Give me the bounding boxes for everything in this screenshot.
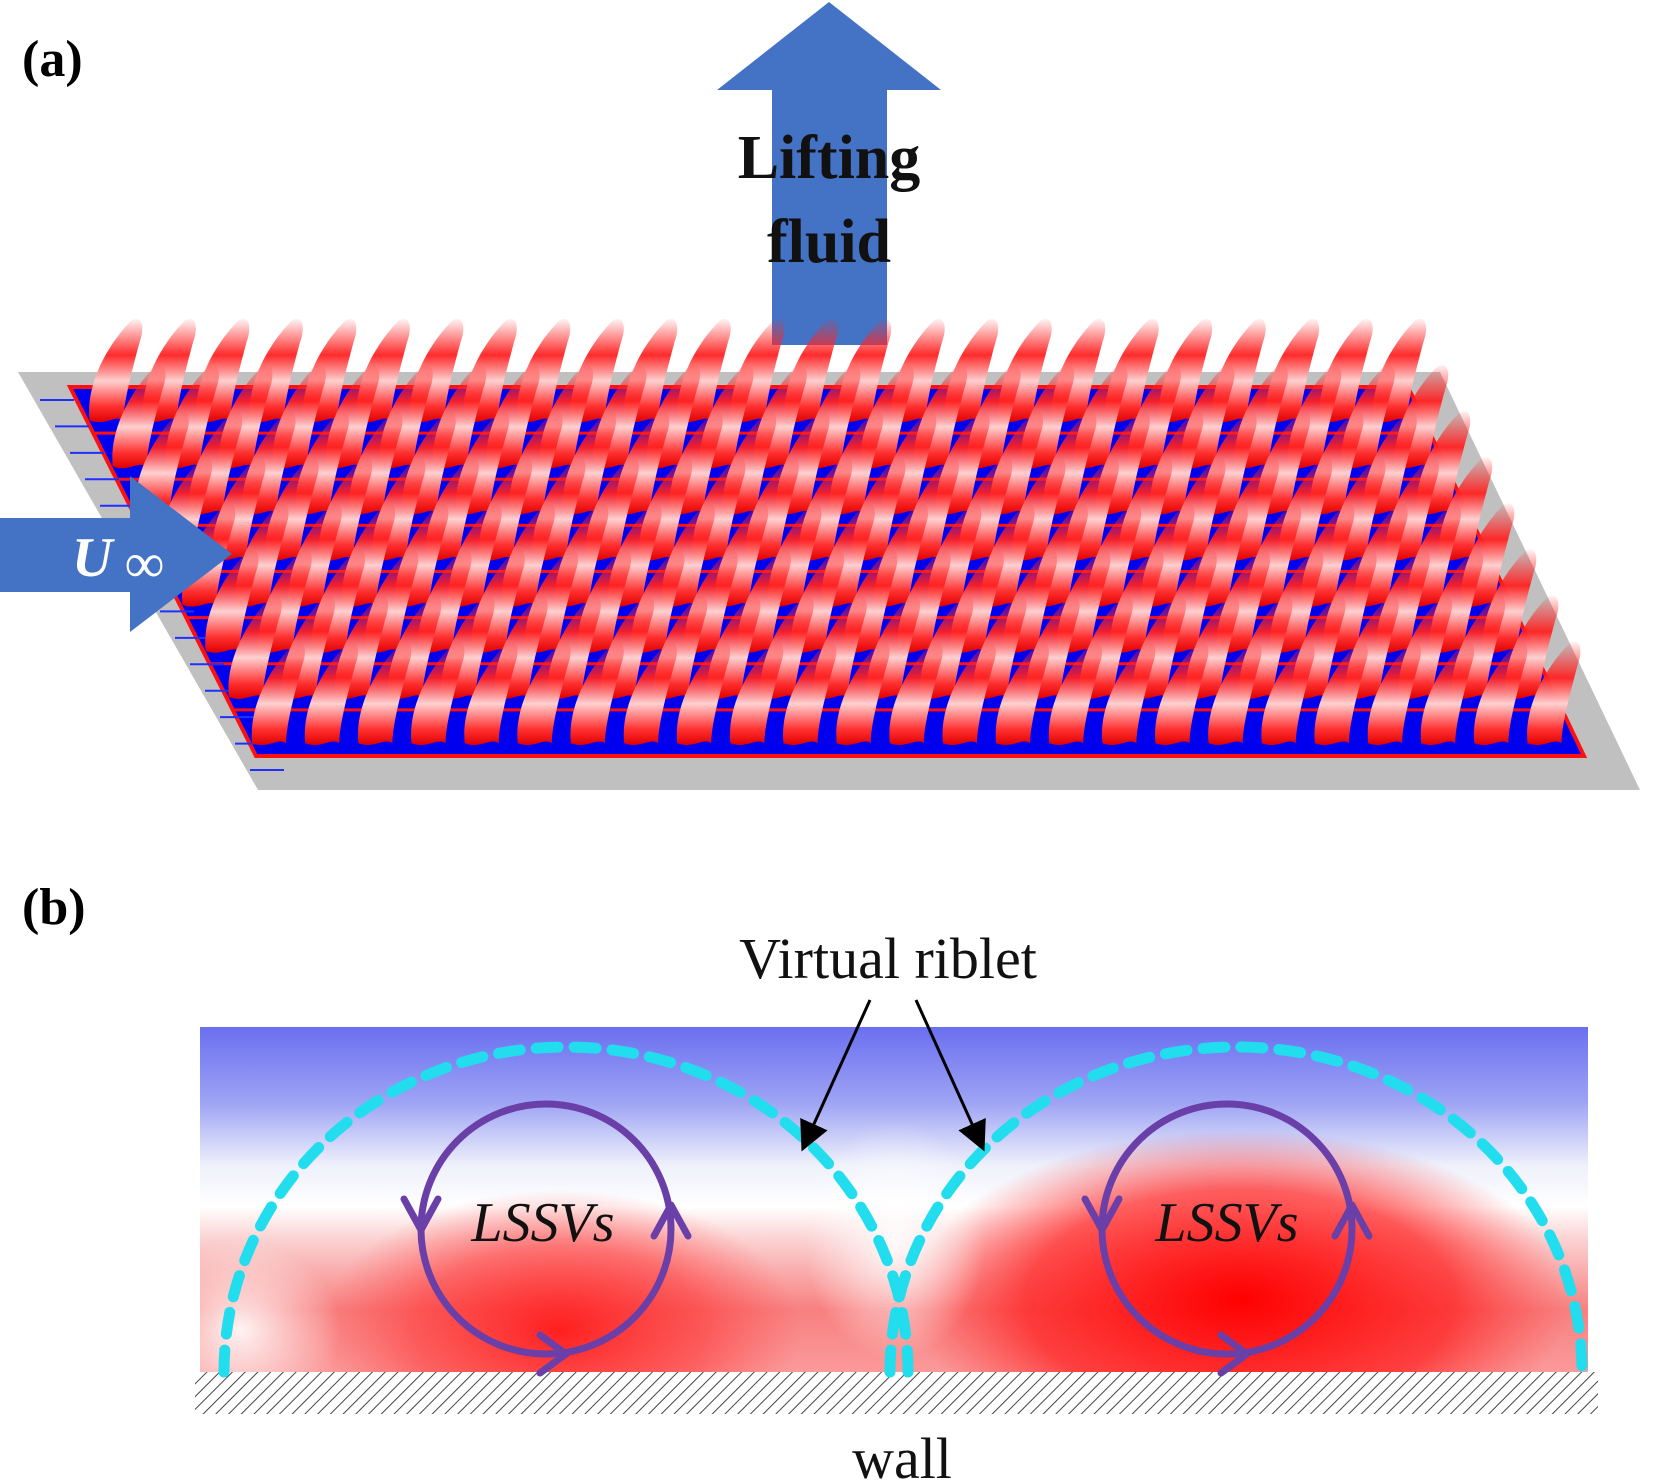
streak (1473, 641, 1528, 745)
streak (1527, 641, 1581, 745)
lifting-fluid-arrow: Lifting fluid (717, 2, 941, 345)
panel-a-label: (a) (22, 31, 83, 88)
streak (135, 411, 189, 515)
streak (205, 549, 259, 653)
streak (1314, 641, 1368, 745)
vortex-right: LSSVs (1081, 1100, 1373, 1377)
field-hot-left (320, 1190, 800, 1372)
streak (89, 318, 143, 423)
streak (251, 641, 305, 745)
vortex-right-head-right (1331, 1201, 1373, 1240)
field-cool-mid (805, 1120, 985, 1360)
streak (783, 641, 837, 745)
streak (464, 641, 518, 745)
streak (112, 364, 166, 469)
lifting-arrow-line-2: fluid (767, 208, 891, 276)
virtual-riblet-callout: Virtual riblet (739, 926, 1037, 991)
callout-pointer-left (800, 999, 872, 1152)
streak (623, 641, 677, 745)
streak (228, 595, 282, 699)
right-arrow-icon (0, 476, 232, 632)
freestream-symbol: U (72, 527, 115, 589)
streak (889, 641, 943, 745)
streak (729, 641, 784, 745)
streak (676, 641, 731, 745)
callout-pointer-right (914, 999, 986, 1152)
virtual-riblet-arc-left (218, 1041, 914, 1378)
virtual-riblet-arcs (218, 1041, 1588, 1378)
streak (1155, 641, 1209, 745)
streak (1101, 641, 1156, 745)
streak (1261, 641, 1315, 745)
vortex-left-head-right (650, 1201, 692, 1240)
virtual-riblet-arc-right (884, 1041, 1588, 1378)
streak (1208, 641, 1262, 745)
vortex-left: LSSVs (400, 1100, 692, 1377)
streak (517, 641, 571, 745)
low-speed-streaks (89, 318, 1581, 745)
panel-b-label: (b) (22, 879, 86, 936)
streak (942, 641, 996, 745)
lifting-arrow-line-1: Lifting (738, 124, 921, 192)
vortex-left-head-bottom (536, 1331, 570, 1377)
streak (995, 641, 1049, 745)
streak (304, 641, 359, 745)
streak (357, 641, 412, 745)
vortex-right-head-left (1081, 1195, 1123, 1234)
streak (570, 641, 624, 745)
freestream-subscript: ∞ (124, 533, 164, 595)
freestream-arrow: U ∞ (0, 476, 232, 632)
streak (1367, 641, 1421, 745)
streak (1420, 641, 1475, 745)
streak (1048, 641, 1103, 745)
up-arrow-icon (717, 2, 941, 345)
vortex-right-label: LSSVs (1154, 1192, 1298, 1254)
wall-label: wall (852, 1426, 952, 1481)
wall-hatch (195, 1372, 1598, 1414)
field-hot-right (910, 1130, 1570, 1372)
vortex-left-label: LSSVs (470, 1192, 614, 1254)
velocity-field (200, 1027, 1588, 1372)
streak (836, 641, 890, 745)
vortex-left-head-left (400, 1195, 442, 1234)
vortex-right-head-bottom (1217, 1331, 1251, 1377)
streak (411, 641, 465, 745)
